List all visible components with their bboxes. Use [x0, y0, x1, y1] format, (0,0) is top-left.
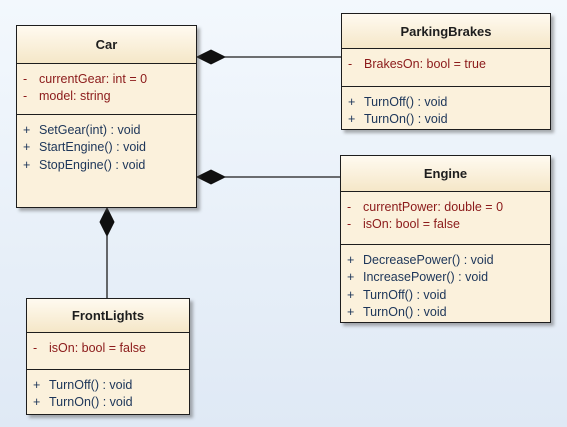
class-parkingbrakes[interactable]: ParkingBrakes - BrakesOn: bool = true + … — [341, 13, 551, 130]
class-frontlights[interactable]: FrontLights - isOn: bool = false + TurnO… — [26, 298, 190, 415]
attribute-text: currentPower: double = 0 — [363, 199, 504, 214]
class-engine-attributes: - currentPower: double = 0 - isOn: bool … — [341, 192, 550, 244]
attribute-text: currentGear: int = 0 — [39, 71, 148, 86]
operation-row[interactable]: + TurnOn() : void — [342, 111, 550, 129]
class-parkingbrakes-operations: + TurnOff() : void + TurnOn() : void — [342, 86, 550, 128]
visibility-marker: + — [348, 112, 356, 127]
class-engine-operations: + DecreasePower() : void + IncreasePower… — [341, 244, 550, 321]
attribute-text: BrakesOn: bool = true — [364, 56, 486, 71]
operation-text: DecreasePower() : void — [363, 252, 494, 267]
operation-text: TurnOn() : void — [364, 112, 448, 127]
visibility-marker: + — [347, 252, 355, 267]
operation-row[interactable]: + TurnOff() : void — [342, 93, 550, 111]
operation-row[interactable]: + StopEngine() : void — [17, 156, 196, 174]
visibility-marker: - — [23, 89, 28, 104]
class-car[interactable]: Car - currentGear: int = 0 - model: stri… — [16, 25, 197, 208]
attribute-row[interactable]: - BrakesOn: bool = true — [342, 55, 550, 73]
class-parkingbrakes-attributes: - BrakesOn: bool = true — [342, 49, 550, 86]
operation-text: TurnOn() : void — [363, 305, 447, 320]
visibility-marker: + — [23, 140, 31, 155]
operation-row[interactable]: + SetGear(int) : void — [17, 121, 196, 139]
attribute-text: isOn: bool = false — [363, 217, 460, 232]
operation-text: TurnOn() : void — [49, 395, 133, 410]
attribute-row[interactable]: - model: string — [17, 88, 196, 106]
class-frontlights-name: FrontLights — [27, 299, 189, 333]
composition-diamond-car-engine — [195, 169, 227, 185]
operation-text: TurnOff() : void — [49, 377, 133, 392]
attribute-row[interactable]: - isOn: bool = false — [341, 216, 550, 234]
attribute-row[interactable]: - currentGear: int = 0 — [17, 70, 196, 88]
attribute-row[interactable]: - currentPower: double = 0 — [341, 198, 550, 216]
class-engine-name: Engine — [341, 156, 550, 192]
visibility-marker: + — [23, 157, 31, 172]
operation-row[interactable]: + TurnOn() : void — [27, 394, 189, 412]
operation-text: StartEngine() : void — [39, 140, 146, 155]
operation-row[interactable]: + TurnOn() : void — [341, 304, 550, 322]
attribute-text: isOn: bool = false — [49, 340, 146, 355]
operation-text: TurnOff() : void — [364, 94, 448, 109]
operation-row[interactable]: + IncreasePower() : void — [341, 269, 550, 287]
attribute-text: model: string — [39, 89, 111, 104]
class-engine[interactable]: Engine - currentPower: double = 0 - isOn… — [340, 155, 551, 323]
operation-text: IncreasePower() : void — [363, 270, 489, 285]
class-parkingbrakes-name: ParkingBrakes — [342, 14, 550, 49]
visibility-marker: - — [23, 71, 28, 86]
operation-row[interactable]: + DecreasePower() : void — [341, 251, 550, 269]
visibility-marker: + — [348, 94, 356, 109]
visibility-marker: - — [348, 56, 353, 71]
operation-row[interactable]: + TurnOff() : void — [27, 376, 189, 394]
visibility-marker: - — [347, 217, 352, 232]
composition-diamond-car-frontlights — [99, 206, 115, 238]
visibility-marker: - — [33, 340, 38, 355]
visibility-marker: - — [347, 199, 352, 214]
class-frontlights-operations: + TurnOff() : void + TurnOn() : void — [27, 369, 189, 411]
class-frontlights-attributes: - isOn: bool = false — [27, 333, 189, 369]
composition-diamond-car-parkingbrakes — [195, 49, 227, 65]
operation-row[interactable]: + TurnOff() : void — [341, 286, 550, 304]
class-car-name: Car — [17, 26, 196, 64]
class-car-attributes: - currentGear: int = 0 - model: string — [17, 64, 196, 114]
operation-row[interactable]: + StartEngine() : void — [17, 139, 196, 157]
operation-text: StopEngine() : void — [39, 157, 146, 172]
visibility-marker: + — [347, 287, 355, 302]
operation-text: SetGear(int) : void — [39, 122, 141, 137]
visibility-marker: + — [33, 395, 41, 410]
operation-text: TurnOff() : void — [363, 287, 447, 302]
visibility-marker: + — [347, 270, 355, 285]
class-car-operations: + SetGear(int) : void + StartEngine() : … — [17, 114, 196, 174]
visibility-marker: + — [347, 305, 355, 320]
visibility-marker: + — [23, 122, 31, 137]
visibility-marker: + — [33, 377, 41, 392]
attribute-row[interactable]: - isOn: bool = false — [27, 339, 189, 357]
